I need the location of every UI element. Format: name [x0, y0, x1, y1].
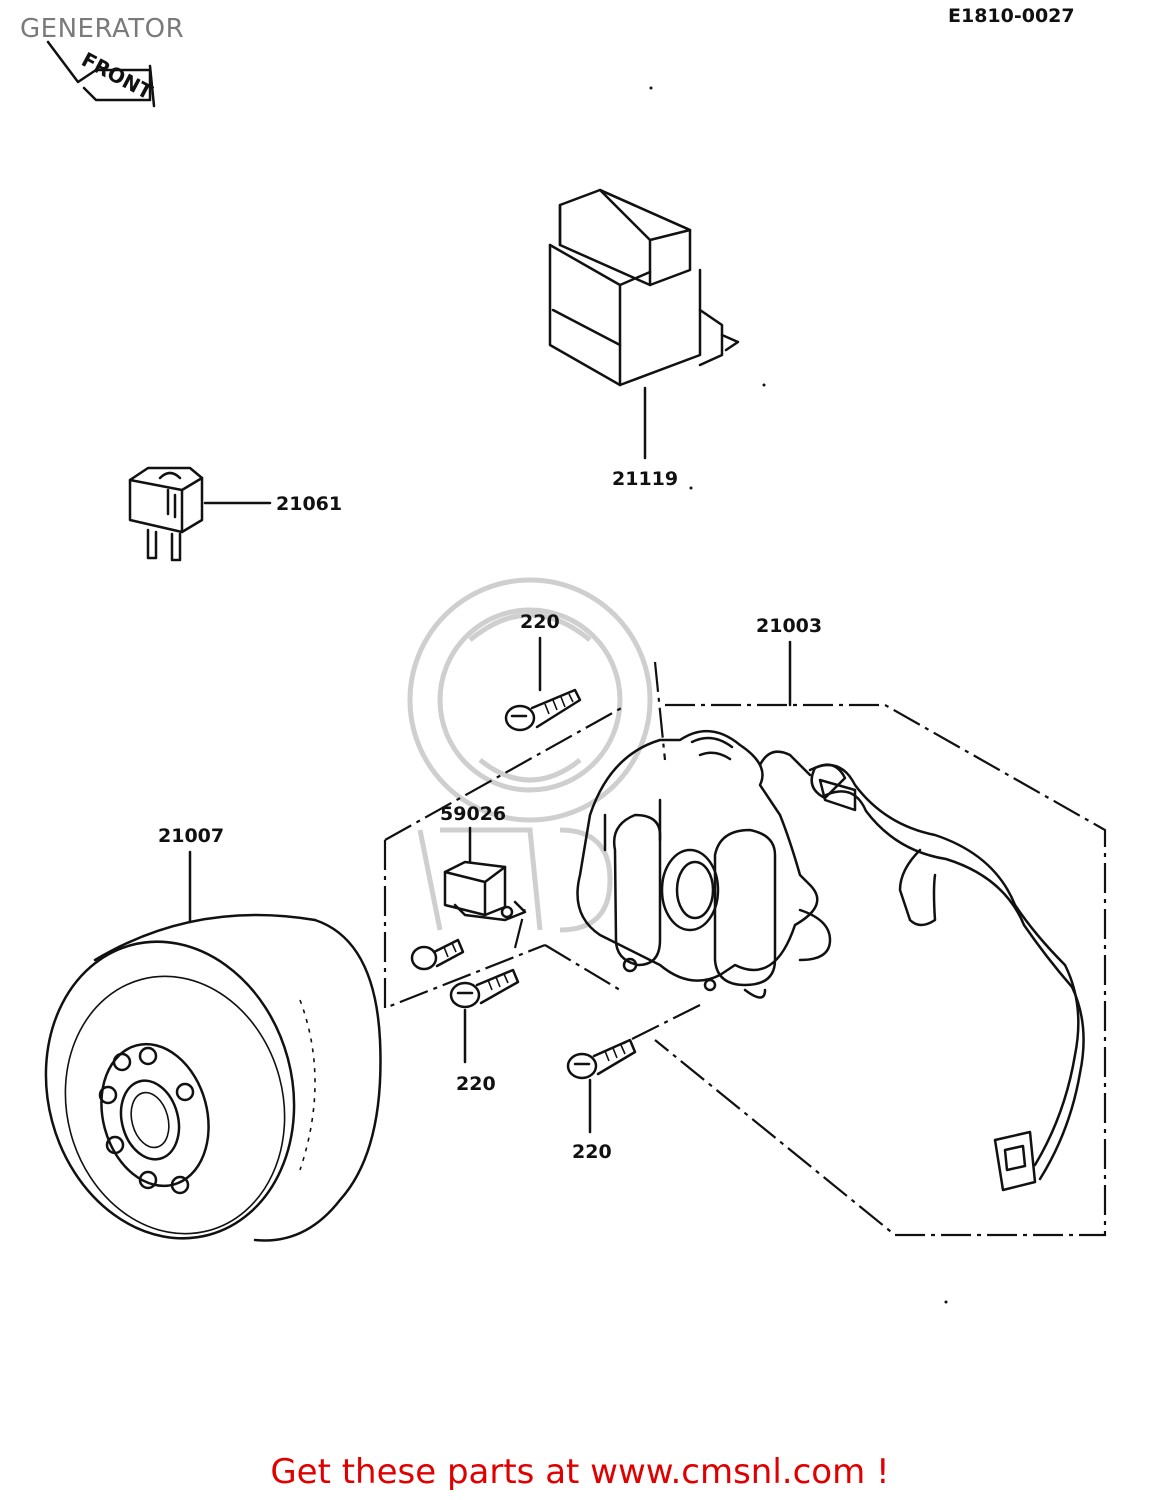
front-label: FRONT — [78, 47, 157, 104]
scan-specks — [649, 86, 948, 1304]
part-label-59026[interactable]: 59026 — [440, 803, 506, 825]
wiring-harness — [808, 763, 1085, 1192]
bolt-bottom-part[interactable] — [566, 1038, 637, 1080]
pickup-coil-part[interactable] — [443, 860, 527, 922]
part-label-21119[interactable]: 21119 — [612, 468, 678, 490]
bolt-mid-part[interactable] — [449, 968, 520, 1009]
flywheel-part[interactable] — [13, 913, 382, 1267]
part-label-21003[interactable]: 21003 — [756, 615, 822, 637]
relay-part[interactable] — [128, 466, 204, 562]
watermark-logo — [407, 577, 653, 933]
part-label-21007[interactable]: 21007 — [158, 825, 224, 847]
bolt-top-part[interactable] — [504, 688, 582, 732]
front-arrow-icon: FRONT — [46, 40, 157, 108]
part-label-220-top[interactable]: 220 — [520, 611, 560, 633]
regulator-part[interactable] — [548, 188, 740, 387]
stator-part[interactable] — [576, 729, 832, 999]
stator-group-bracket — [383, 661, 1107, 1237]
part-label-220-bottom[interactable]: 220 — [572, 1141, 612, 1163]
part-label-21061[interactable]: 21061 — [276, 493, 342, 515]
page-title: GENERATOR — [20, 14, 185, 44]
part-label-220-mid[interactable]: 220 — [456, 1073, 496, 1095]
cta-link[interactable]: Get these parts at www.cmsnl.com ! — [270, 1452, 890, 1492]
diagram-code: E1810-0027 — [948, 5, 1075, 27]
pickup-screw-part[interactable] — [410, 938, 465, 971]
